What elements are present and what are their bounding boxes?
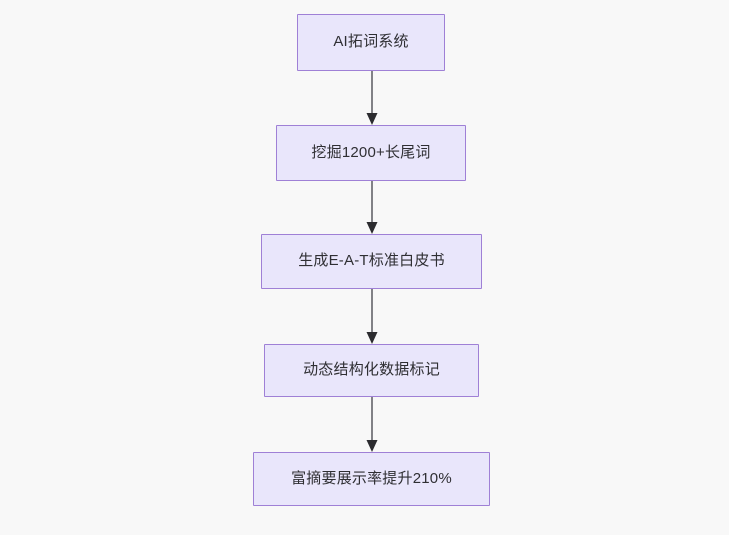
flow-node-n2[interactable]: 挖掘1200+长尾词: [276, 125, 466, 181]
flow-node-label: 生成E-A-T标准白皮书: [298, 252, 445, 270]
flow-node-n5[interactable]: 富摘要展示率提升210%: [253, 452, 490, 506]
flow-edge-n4-n5: [366, 397, 378, 452]
flow-node-n4[interactable]: 动态结构化数据标记: [264, 344, 479, 397]
flow-node-label: 富摘要展示率提升210%: [291, 469, 452, 487]
flow-node-n3[interactable]: 生成E-A-T标准白皮书: [261, 234, 482, 289]
flow-edge-n3-n4: [366, 289, 378, 344]
flow-edge-n2-n3: [366, 181, 378, 234]
flow-node-label: 动态结构化数据标记: [303, 361, 440, 379]
flow-node-label: 挖掘1200+长尾词: [311, 143, 431, 161]
flow-node-n1[interactable]: AI拓词系统: [297, 14, 445, 71]
flow-edge-n1-n2: [366, 71, 378, 125]
flow-node-label: AI拓词系统: [333, 33, 409, 51]
